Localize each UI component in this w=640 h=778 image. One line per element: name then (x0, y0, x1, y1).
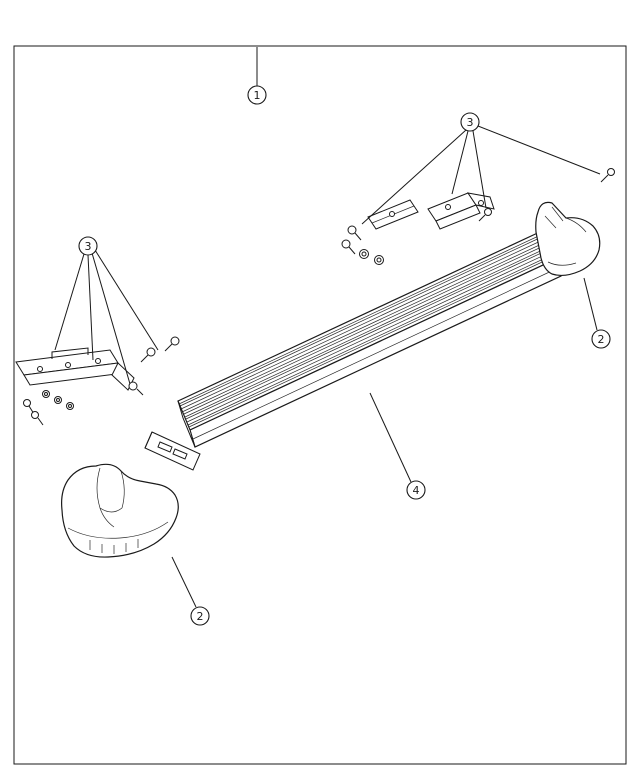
right-bracket-assembly (341, 168, 615, 265)
callout-4-label: 4 (413, 484, 420, 497)
right-end-cap-body (535, 201, 601, 277)
running-board-tread-lines (178, 232, 556, 428)
diagram-border (13, 45, 627, 765)
running-board-left-end-face (177, 400, 196, 448)
running-board-left-bracket (144, 431, 201, 471)
right-bracket-large-plate (427, 192, 495, 230)
callout-3-upper-right: 3 (361, 112, 601, 225)
running-board-front-line (192, 267, 559, 440)
callout-1-top: 1 (247, 47, 267, 105)
right-end-cap (535, 201, 601, 277)
right-bracket-fasteners (341, 208, 492, 265)
callout-3-left-label: 3 (85, 240, 92, 253)
running-board (144, 229, 562, 471)
top-right-screw (600, 168, 615, 183)
running-board-front-face (189, 258, 562, 448)
callout-3-upper-right-label: 3 (467, 116, 474, 129)
callout-3-left: 3 (54, 236, 159, 385)
callout-2-bottom-left: 2 (171, 556, 210, 626)
left-bracket-rail (15, 347, 135, 391)
left-bracket-fasteners (23, 336, 180, 426)
callout-1-label: 1 (254, 89, 261, 102)
left-end-cap-hatching (89, 539, 139, 554)
callout-4-center: 4 (369, 392, 426, 500)
callout-2-right: 2 (583, 277, 611, 349)
left-end-cap (61, 463, 179, 558)
left-end-cap-body (61, 463, 179, 558)
left-bracket-assembly (15, 336, 180, 426)
callout-2-right-label: 2 (598, 333, 605, 346)
callout-2-bottom-left-label: 2 (197, 610, 204, 623)
